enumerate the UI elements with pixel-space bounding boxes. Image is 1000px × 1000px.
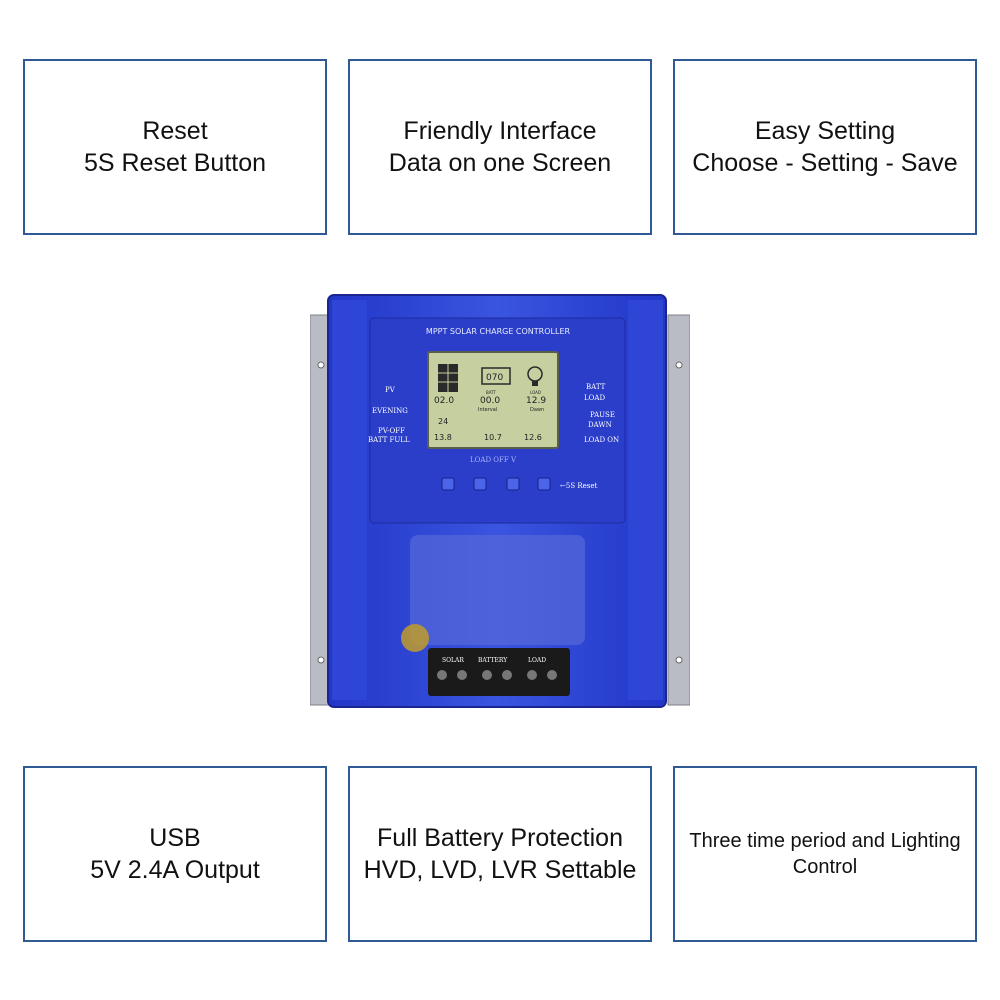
- solar-charge-controller-image: MPPT SOLAR CHARGE CONTROLLER PV EVENING …: [310, 294, 690, 708]
- feature-box-reset: Reset 5S Reset Button: [23, 59, 327, 235]
- feature-title: Easy Setting: [754, 117, 896, 145]
- label-load: LOAD: [584, 394, 605, 402]
- solar-panel-icon: [438, 364, 458, 392]
- terminal-screws: [437, 670, 557, 680]
- battery-icon: [481, 367, 511, 385]
- label-evening: EVENING: [372, 407, 408, 415]
- terminal-battery-label: BATTERY: [478, 657, 508, 664]
- feature-detail: 5S Reset Button: [83, 149, 267, 177]
- lcd-pv-off-value: 13.8: [434, 433, 452, 442]
- terminal-solar-label: SOLAR: [442, 657, 464, 664]
- inner-cover: [410, 535, 585, 645]
- terminal-load-label: LOAD: [528, 657, 546, 664]
- feature-box-interface: Friendly Interface Data on one Screen: [348, 59, 652, 235]
- plus-button[interactable]: [473, 477, 487, 491]
- feature-title: Full Battery Protection: [377, 824, 623, 852]
- feature-detail: Choose - Setting - Save: [692, 149, 958, 177]
- label-pv-off: PV-OFF: [378, 427, 405, 435]
- lcd-dawn-label: Dawn: [530, 407, 544, 413]
- lcd-hours: 24: [438, 417, 448, 426]
- label-pause: PAUSE: [590, 411, 615, 419]
- feature-title: Reset: [142, 117, 208, 145]
- label-batt: BATT: [586, 383, 606, 391]
- label-batt-full: BATT FULL: [368, 436, 410, 444]
- bulb-icon: [527, 366, 543, 386]
- lcd-screen: [427, 351, 559, 449]
- feature-box-usb: USB 5V 2.4A Output: [23, 766, 327, 942]
- lcd-batt-label: BATT: [486, 390, 497, 395]
- reset-button[interactable]: [537, 477, 551, 491]
- lcd-pv-voltage: 02.0: [434, 396, 454, 406]
- label-pv: PV: [385, 386, 396, 394]
- lcd-load-on-value: 12.6: [524, 433, 542, 442]
- feature-detail: HVD, LVD, LVR Settable: [363, 856, 637, 884]
- lcd-percent: 070: [486, 373, 503, 383]
- lcd-batt-current: 00.0: [480, 396, 500, 406]
- lcd-load-off-value: 10.7: [484, 433, 502, 442]
- feature-box-setting: Easy Setting Choose - Setting - Save: [673, 59, 977, 235]
- lcd-interval-label: Interval: [478, 407, 497, 413]
- minus-button[interactable]: [506, 477, 520, 491]
- feature-title: USB: [149, 824, 201, 852]
- feature-box-lighting: Three time period and Lighting Control: [673, 766, 977, 942]
- feature-detail: Data on one Screen: [388, 149, 612, 177]
- feature-box-protection: Full Battery Protection HVD, LVD, LVR Se…: [348, 766, 652, 942]
- lcd-below-label: LOAD OFF V: [470, 456, 517, 464]
- feature-detail: 5V 2.4A Output: [90, 856, 260, 884]
- mode-button[interactable]: [441, 477, 455, 491]
- terminal-block: [428, 648, 570, 696]
- lcd-load-voltage: 12.9: [526, 396, 546, 406]
- label-dawn: DAWN: [588, 421, 612, 429]
- lcd-load-label: LOAD: [530, 390, 541, 395]
- device-title: MPPT SOLAR CHARGE CONTROLLER: [426, 327, 571, 336]
- feature-title: Friendly Interface: [403, 117, 597, 145]
- label-load-on: LOAD ON: [584, 436, 619, 444]
- reset-hint: ←5S Reset: [560, 482, 597, 490]
- feature-title: Three time period and Lighting Control: [689, 830, 961, 878]
- mounting-plate-right: [667, 314, 690, 706]
